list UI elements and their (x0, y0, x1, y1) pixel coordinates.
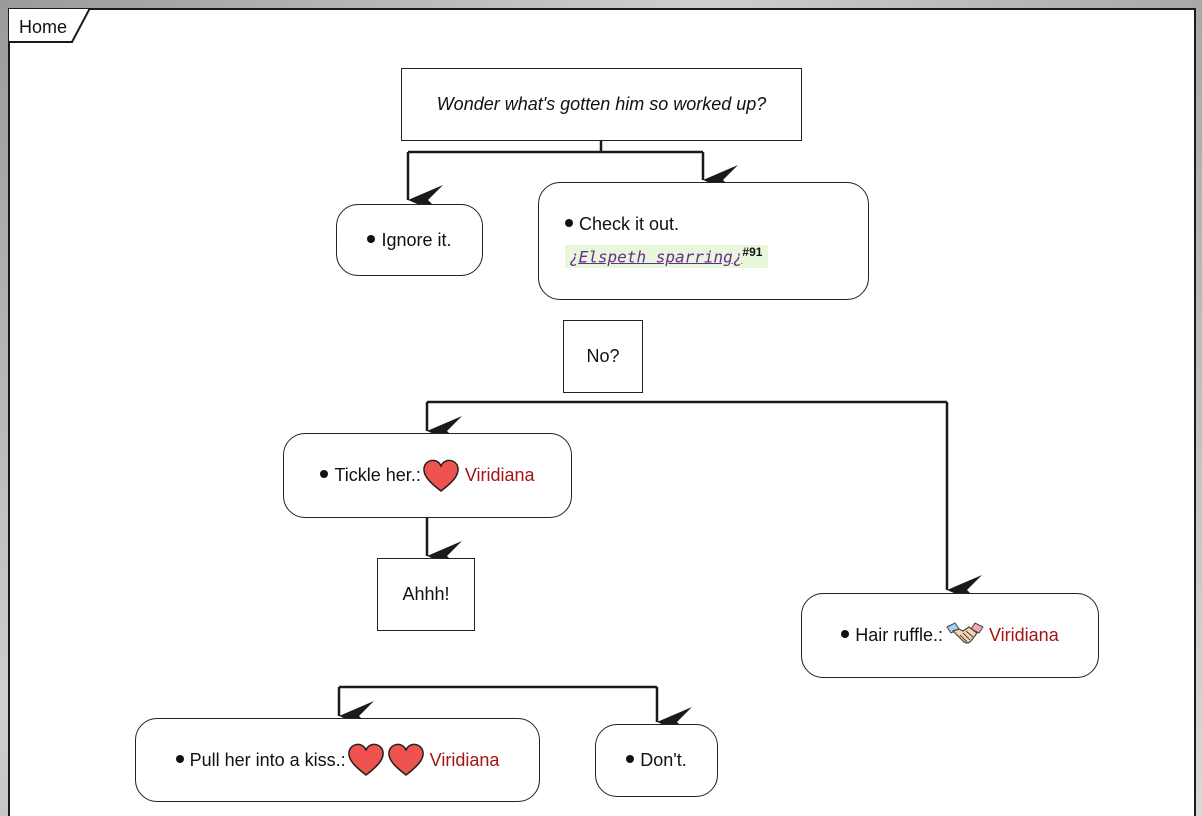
no-node: No? (563, 320, 643, 393)
choice-check[interactable]: Check it out. ¿Elspeth sparring¿#91 (538, 182, 869, 300)
no-text: No? (586, 346, 620, 366)
link-text: Elspeth sparring (578, 247, 733, 267)
intro-node: Wonder what's gotten him so worked up? (401, 68, 802, 141)
choice-dont[interactable]: Don't. (595, 724, 718, 797)
link-open-mark: ¿ (569, 247, 579, 267)
heart-icon (423, 459, 459, 492)
link-close-mark: ¿ (732, 247, 743, 267)
choice-tickle-label: Tickle her.: (320, 465, 420, 486)
character-viridiana: Viridiana (429, 749, 500, 770)
choice-kiss[interactable]: Pull her into a kiss.: Viridiana (135, 718, 540, 802)
ahhh-node: Ahhh! (377, 558, 475, 631)
choice-ignore[interactable]: Ignore it. (336, 204, 483, 276)
home-tab[interactable] (8, 8, 98, 48)
choice-hair-ruffle[interactable]: Hair ruffle.: Viridiana (801, 593, 1099, 678)
choice-ignore-label: Ignore it. (367, 230, 451, 251)
character-viridiana: Viridiana (464, 465, 535, 485)
choice-dont-label: Don't. (626, 750, 686, 771)
link-ref-number: #91 (742, 244, 763, 259)
intro-text: Wonder what's gotten him so worked up? (436, 94, 767, 114)
choice-kiss-label: Pull her into a kiss.: (176, 750, 346, 771)
elspeth-sparring-link[interactable]: ¿Elspeth sparring¿ (569, 247, 742, 266)
ahhh-text: Ahhh! (402, 584, 450, 604)
choice-hair-label: Hair ruffle.: (841, 625, 943, 646)
character-viridiana: Viridiana (988, 625, 1059, 645)
choice-tickle[interactable]: Tickle her.: Viridiana (283, 433, 572, 518)
heart-icon (387, 743, 424, 776)
heart-icon (347, 743, 384, 776)
elspeth-link-box: ¿Elspeth sparring¿#91 (565, 244, 769, 269)
handshake-icon (946, 621, 984, 644)
choice-check-label: Check it out. (565, 214, 679, 235)
